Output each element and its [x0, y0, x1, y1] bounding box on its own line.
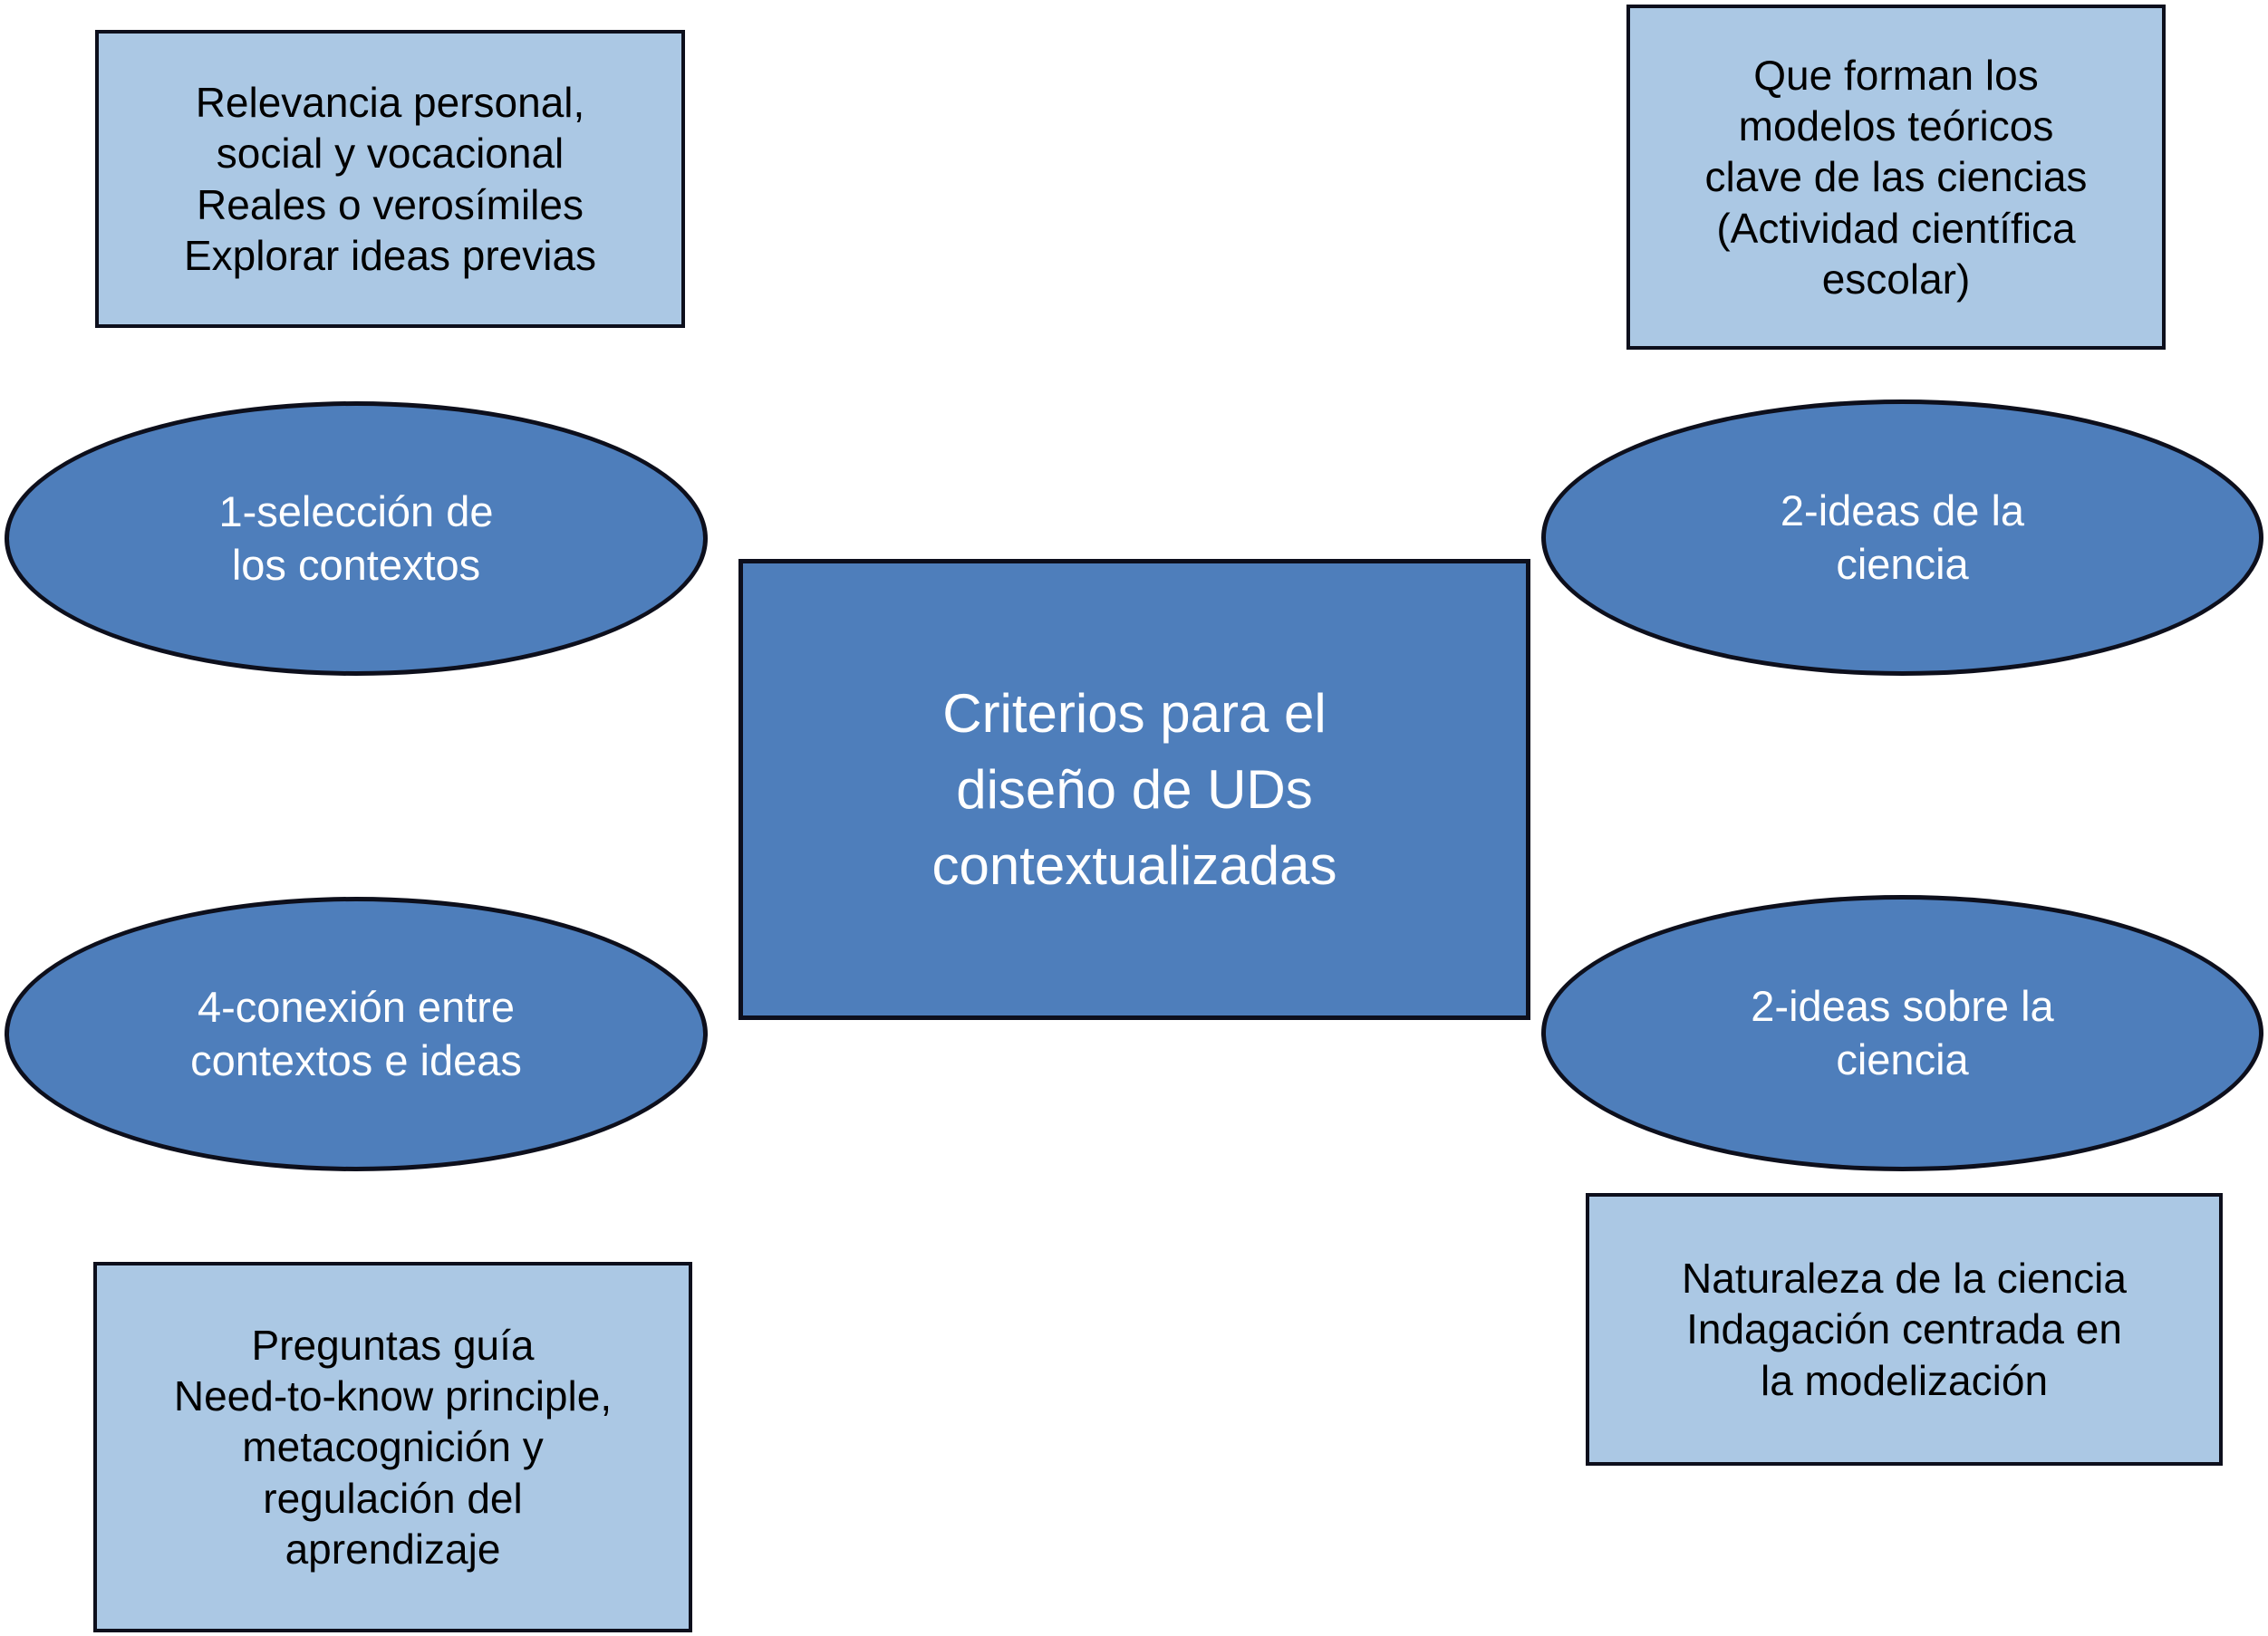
label-box-detalle-contextos: Relevancia personal, social y vocacional…	[95, 30, 685, 328]
central-node-criterios: Criterios para el diseño de UDs contextu…	[738, 559, 1530, 1020]
label-text-detalle-ideas-de-la-ciencia: Que forman los modelos teóricos clave de…	[1704, 52, 2088, 303]
ellipse-text-ideas-de-la-ciencia: 2-ideas de la ciencia	[1780, 486, 2025, 588]
ellipse-ideas-de-la-ciencia: 2-ideas de la ciencia	[1541, 399, 2263, 676]
ellipse-text-seleccion-de-contextos: 1-selección de los contextos	[218, 486, 494, 589]
ellipse-ideas-sobre-la-ciencia: 2-ideas sobre la ciencia	[1541, 895, 2263, 1171]
ellipse-seleccion-de-contextos: 1-selección de los contextos	[5, 401, 708, 676]
label-text-detalle-ideas-sobre-ciencia: Naturaleza de la ciencia Indagación cent…	[1682, 1255, 2127, 1404]
central-node-text: Criterios para el diseño de UDs contextu…	[931, 682, 1337, 896]
ellipse-conexion-contextos-ideas: 4-conexión entre contextos e ideas	[5, 897, 708, 1171]
ellipse-text-ideas-sobre-la-ciencia: 2-ideas sobre la ciencia	[1751, 981, 2054, 1083]
label-box-detalle-ideas-sobre-ciencia: Naturaleza de la ciencia Indagación cent…	[1586, 1193, 2223, 1466]
ellipse-text-conexion-contextos-ideas: 4-conexión entre contextos e ideas	[190, 982, 522, 1084]
label-box-detalle-ideas-de-la-ciencia: Que forman los modelos teóricos clave de…	[1626, 5, 2166, 350]
label-text-detalle-contextos: Relevancia personal, social y vocacional…	[183, 79, 597, 279]
label-box-detalle-conexion: Preguntas guía Need-to-know principle, m…	[93, 1262, 692, 1632]
label-text-detalle-conexion: Preguntas guía Need-to-know principle, m…	[173, 1322, 613, 1573]
